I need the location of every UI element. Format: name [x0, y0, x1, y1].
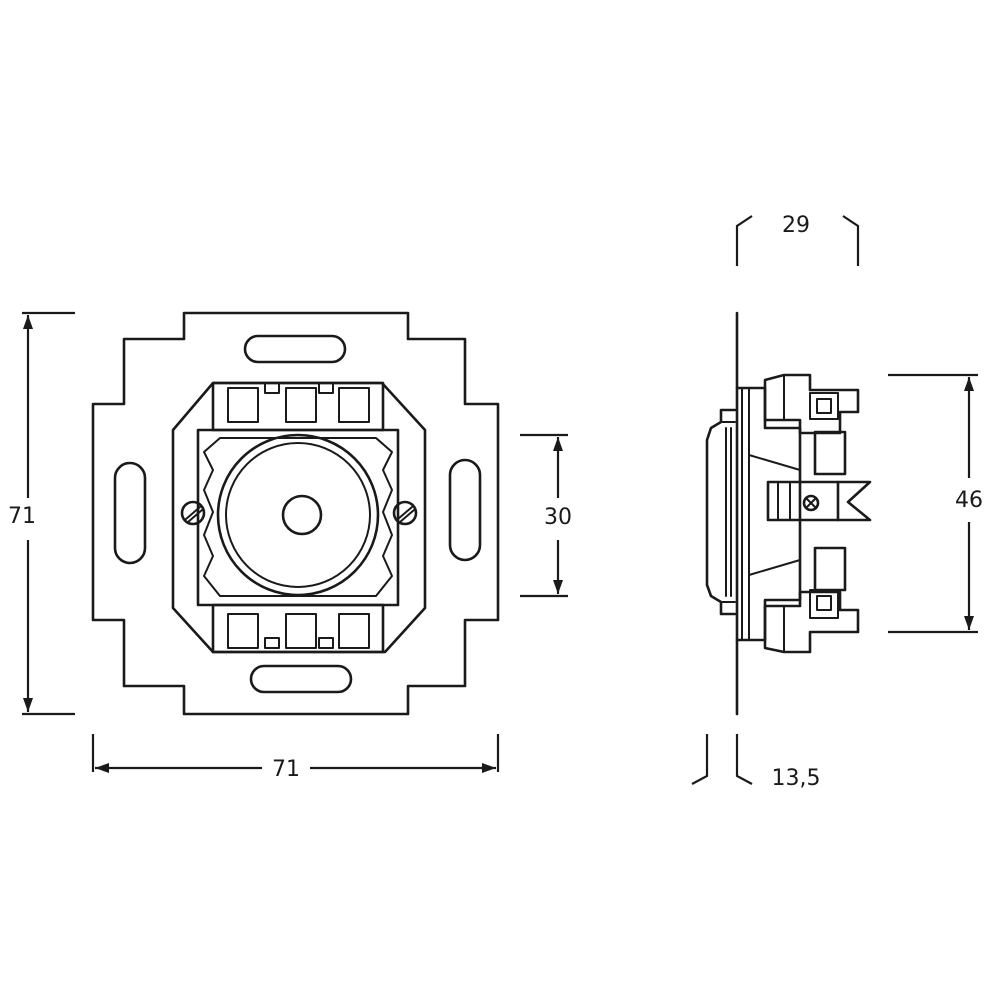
side-screw-icon — [802, 494, 820, 512]
front-view — [91, 311, 500, 716]
right-slot — [448, 458, 482, 562]
plate-offset-dimension: 13,5 — [691, 734, 821, 791]
mechanism-housing — [171, 381, 427, 654]
clip-frame — [203, 437, 393, 597]
side-top-terminal — [763, 373, 860, 435]
side-height-dimension: 46 — [888, 373, 983, 634]
side-depth-dimension: 29 — [735, 213, 860, 266]
side-view — [705, 311, 872, 716]
top-terminal-block — [211, 381, 385, 432]
rotary-knob-center — [281, 494, 323, 536]
mechanism-height-dimension: 30 — [520, 433, 572, 598]
plate-offset-label: 13,5 — [772, 766, 821, 791]
front-height-label: 71 — [8, 504, 36, 529]
side-height-label: 46 — [955, 488, 983, 513]
bottom-slot — [249, 664, 353, 694]
top-slot — [243, 334, 347, 364]
right-screw-icon — [392, 500, 418, 526]
side-depth-label: 29 — [782, 213, 810, 238]
front-width-dimension: 71 — [91, 734, 500, 782]
left-slot — [113, 461, 147, 565]
mounting-plate-outline — [91, 311, 500, 716]
mechanism-height-label: 30 — [544, 505, 572, 530]
front-height-dimension: 71 — [8, 311, 75, 716]
rotary-knob-outer — [216, 433, 380, 597]
knob-profile — [705, 408, 737, 616]
front-width-label: 71 — [272, 757, 300, 782]
left-screw-icon — [180, 500, 206, 526]
side-contact-assembly — [766, 430, 872, 592]
rotary-knob-ring — [225, 442, 371, 588]
inner-frame — [196, 428, 400, 607]
bottom-terminal-block — [211, 603, 385, 654]
